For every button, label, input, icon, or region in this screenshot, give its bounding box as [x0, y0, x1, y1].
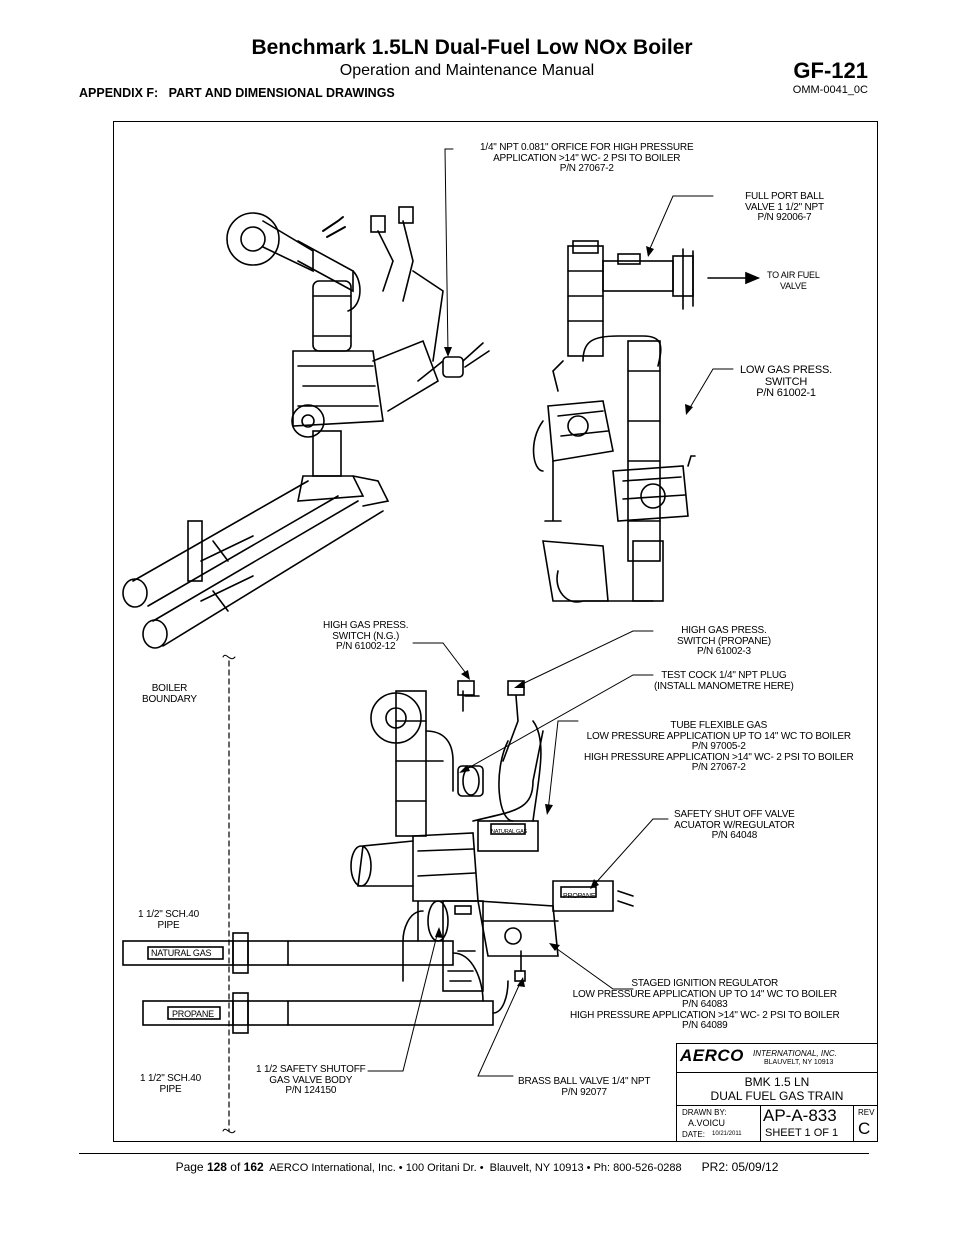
company-name: INTERNATIONAL, INC.: [753, 1049, 837, 1058]
page-code: GF-121: [793, 58, 868, 83]
callout-high-gas-propane: HIGH GAS PRESS. SWITCH (PROPANE) P/N 610…: [677, 625, 771, 657]
drawing-title-2: DUAL FUEL GAS TRAIN: [710, 1089, 844, 1103]
callout-brass-ball: BRASS BALL VALVE 1/4" NPT P/N 92077: [518, 1076, 651, 1098]
date-label: DATE:: [682, 1130, 705, 1139]
appendix-heading: APPENDIX F: PART AND DIMENSIONAL DRAWING…: [79, 86, 395, 100]
sheet-number: SHEET 1 OF 1: [765, 1127, 839, 1139]
lower-assembly: [122, 680, 634, 1034]
document-subtitle: Operation and Maintenance Manual: [339, 62, 595, 79]
callout-pipe-top: 1 1/2" SCH.40 PIPE: [138, 909, 199, 931]
drawn-by-label: DRAWN BY:: [682, 1108, 727, 1117]
page-total: 162: [243, 1160, 264, 1174]
company-logo: AERCO: [680, 1046, 744, 1065]
title-block-row1: [676, 1043, 878, 1073]
callout-tube-flexible: TUBE FLEXIBLE GAS LOW PRESSURE APPLICATI…: [584, 720, 854, 773]
callout-safety-shutoff: SAFETY SHUT OFF VALVE ACUATOR W/REGULATO…: [674, 809, 795, 841]
date-value: 10/21/2011: [712, 1131, 742, 1137]
callout-valve-body: 1 1/2 SAFETY SHUTOFF GAS VALVE BODY P/N …: [256, 1064, 366, 1096]
company-info: AERCO International, Inc. • 100 Oritani …: [263, 1162, 682, 1174]
valve-tag-propane: PROPANE: [563, 893, 596, 900]
page-of: of: [226, 1160, 244, 1174]
upper-left-assembly: [122, 206, 490, 649]
gas-train-drawing: [122, 148, 761, 1134]
callout-high-gas-ng: HIGH GAS PRESS. SWITCH (N.G.) P/N 61002-…: [323, 620, 409, 652]
callout-ball-valve: FULL PORT BALL VALVE 1 1/2" NPT P/N 9200…: [745, 191, 824, 223]
drawn-by-value: A.VOICU: [688, 1118, 726, 1128]
doc-number: OMM-0041_0C: [792, 84, 868, 96]
title-block-col1: [676, 1106, 761, 1142]
page-footer: Page 128 of 162 AERCO International, Inc…: [0, 1160, 954, 1174]
callout-pipe-bottom: 1 1/2" SCH.40 PIPE: [140, 1073, 201, 1095]
drawing-frame: [113, 121, 878, 1142]
callout-boiler-boundary: BOILER BOUNDARY: [142, 683, 197, 705]
title-block: [676, 1043, 878, 1142]
page-number: 128: [206, 1160, 227, 1174]
title-block-row2: [676, 1073, 878, 1106]
revision-date: PR2: 05/09/12: [701, 1160, 779, 1174]
drawing-title-1: BMK 1.5 LN: [744, 1075, 810, 1089]
callout-low-gas-switch: LOW GAS PRESS. SWITCH P/N 61002-1: [740, 364, 832, 399]
rev-value: C: [858, 1119, 871, 1138]
upper-right-assembly: [532, 240, 761, 603]
page-prefix: Page: [175, 1160, 207, 1174]
company-city: BLAUVELT, NY 10913: [764, 1059, 834, 1066]
title-block-col2: [761, 1106, 854, 1142]
pipe-tag-natural-gas: NATURAL GAS: [151, 948, 212, 958]
drawing-number: AP-A-833: [763, 1106, 837, 1125]
document-title: Benchmark 1.5LN Dual-Fuel Low NOx Boiler: [251, 36, 693, 59]
callout-staged-ignition: STAGED IGNITION REGULATOR LOW PRESSURE A…: [570, 978, 840, 1031]
callout-to-air-fuel: TO AIR FUEL VALVE: [767, 270, 820, 291]
rev-label: REV: [858, 1108, 875, 1117]
footer-rule: [79, 1153, 869, 1154]
callout-orifice: 1/4" NPT 0.081" ORFICE FOR HIGH PRESSURE…: [480, 142, 694, 174]
callout-test-cock: TEST COCK 1/4" NPT PLUG (INSTALL MANOMET…: [654, 670, 794, 692]
valve-tag-natural-gas: NATURAL GAS: [491, 829, 528, 835]
pipe-tag-propane: PROPANE: [172, 1009, 214, 1019]
